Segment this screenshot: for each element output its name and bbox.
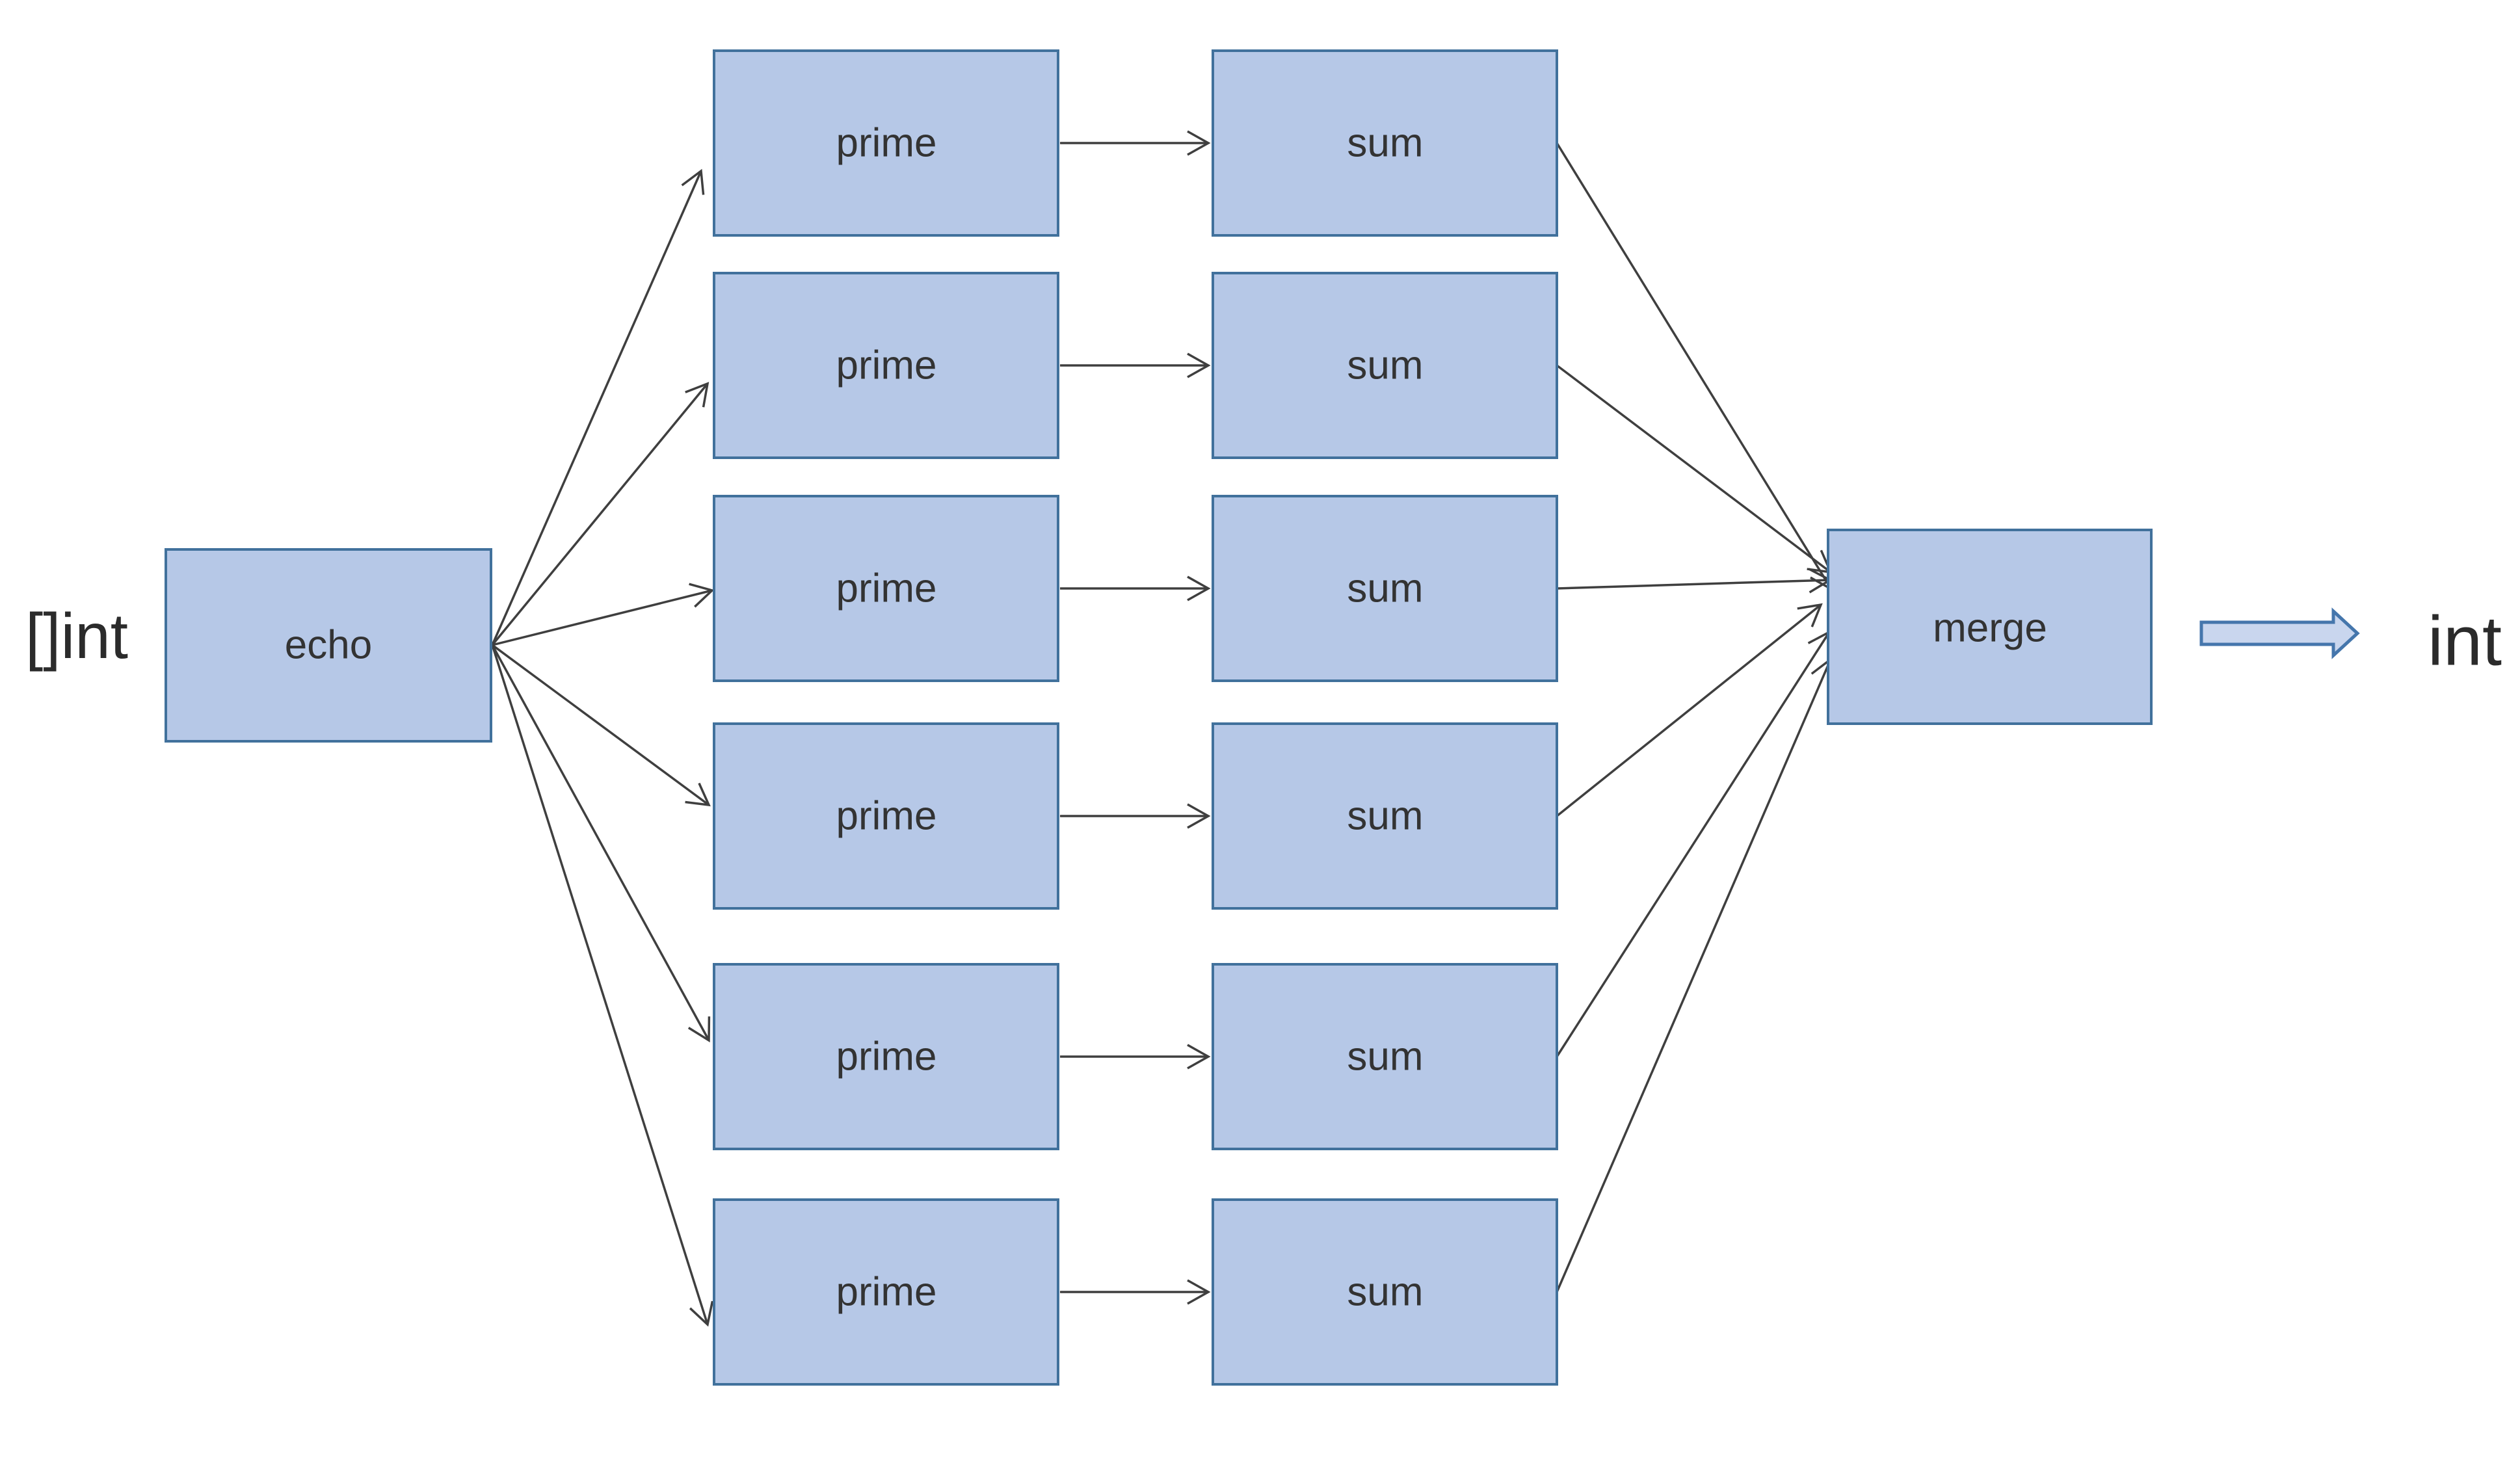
connector-echo-prime-3 [492, 583, 715, 646]
node-merge [1827, 529, 2153, 725]
node-sum-4 [1212, 722, 1558, 910]
input-type-label: []int [25, 600, 128, 672]
connector-sum-merge-4 [1556, 603, 1823, 817]
output-type-label: int [2428, 601, 2502, 680]
node-prime-1-label: prime [836, 121, 936, 166]
node-sum-1-label: sum [1347, 121, 1423, 166]
connector-echo-prime-1 [491, 168, 705, 646]
node-prime-1 [713, 49, 1059, 237]
node-sum-4-label: sum [1347, 794, 1423, 839]
node-prime-2-label: prime [836, 343, 936, 388]
connector-echo-prime-4 [491, 644, 711, 807]
node-sum-3 [1212, 495, 1558, 682]
connector-echo-prime-5 [491, 644, 711, 1043]
connector-echo-prime-2 [491, 382, 710, 646]
node-echo-label: echo [285, 623, 372, 668]
node-prime-6 [713, 1198, 1059, 1386]
node-prime-4 [713, 722, 1059, 910]
node-prime-3-label: prime [836, 566, 936, 611]
node-sum-3-label: sum [1347, 566, 1423, 611]
connector-sum-merge-2 [1556, 364, 1833, 574]
node-sum-5 [1212, 963, 1558, 1150]
node-prime-5 [713, 963, 1059, 1150]
node-merge-label: merge [1933, 606, 2047, 651]
node-sum-6-label: sum [1347, 1270, 1423, 1315]
node-echo [165, 548, 492, 743]
node-prime-3 [713, 495, 1059, 682]
connector-sum-merge-6 [1556, 657, 1835, 1293]
node-prime-6-label: prime [836, 1270, 936, 1315]
node-sum-2 [1212, 272, 1558, 459]
node-sum-1 [1212, 49, 1558, 237]
node-prime-4-label: prime [836, 794, 936, 839]
block-arrow-icon [2199, 607, 2360, 659]
node-prime-5-label: prime [836, 1035, 936, 1079]
connector-echo-prime-6 [491, 644, 714, 1327]
node-prime-2 [713, 272, 1059, 459]
connector-sum-merge-3 [1556, 568, 1833, 594]
connector-sum-merge-1 [1556, 142, 1833, 592]
node-sum-5-label: sum [1347, 1035, 1423, 1079]
node-sum-2-label: sum [1347, 343, 1423, 388]
node-sum-6 [1212, 1198, 1558, 1386]
connector-sum-merge-5 [1556, 629, 1831, 1057]
